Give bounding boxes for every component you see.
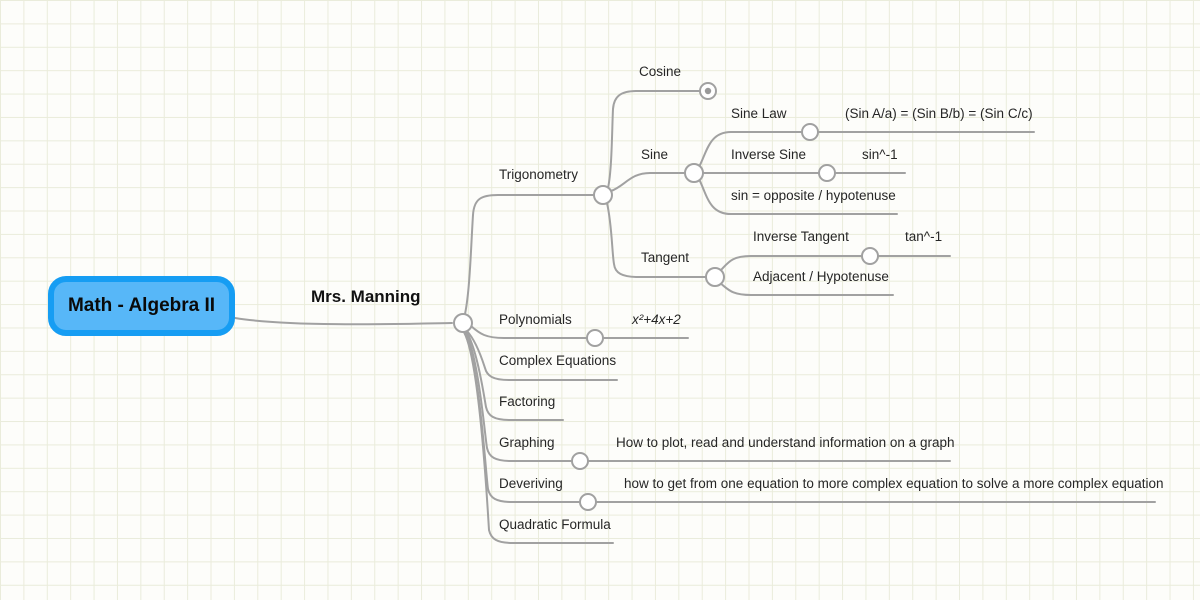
node-connector-sine-law[interactable] — [801, 123, 819, 141]
teacher-label[interactable]: Mrs. Manning — [311, 287, 421, 306]
edge-complex-equations — [466, 330, 618, 381]
node-label-inverse-sine[interactable]: Inverse Sine — [731, 147, 807, 162]
edge-sin-ratio — [698, 178, 898, 215]
collapsed-indicator-cosine[interactable] — [704, 87, 712, 95]
node-label-complex-equations[interactable]: Complex Equations — [499, 353, 617, 368]
edge-graphing — [464, 331, 951, 462]
edge-quadratic-formula — [463, 331, 614, 544]
edge-polynomials — [470, 325, 689, 339]
node-connector-inverse-tangent[interactable] — [861, 247, 879, 265]
node-label-tangent[interactable]: Tangent — [641, 250, 690, 265]
node-note-inverse-tangent[interactable]: tan^-1 — [905, 229, 943, 244]
edge-root-hub — [234, 317, 453, 326]
edge-factoring — [465, 330, 564, 421]
node-label-cosine[interactable]: Cosine — [639, 64, 682, 79]
node-label-sine-law[interactable]: Sine Law — [731, 106, 787, 121]
node-label-polynomials[interactable]: Polynomials — [499, 312, 572, 327]
node-label-sine[interactable]: Sine — [641, 147, 669, 162]
node-note-deveriving[interactable]: how to get from one equation to more com… — [624, 476, 1164, 491]
edge-tangent — [606, 202, 708, 278]
node-label-factoring[interactable]: Factoring — [499, 394, 556, 409]
node-label-graphing[interactable]: Graphing — [499, 435, 555, 450]
edge-sine-law — [698, 131, 1035, 168]
node-note-graphing[interactable]: How to plot, read and understand informa… — [616, 435, 955, 450]
node-label-sin-ratio[interactable]: sin = opposite / hypotenuse — [731, 188, 896, 203]
node-label-trigonometry[interactable]: Trigonometry — [499, 167, 579, 182]
node-connector-polynomials[interactable] — [586, 329, 604, 347]
root-node-label: Math - Algebra II — [67, 295, 216, 316]
node-connector-graphing[interactable] — [571, 452, 589, 470]
node-label-inverse-tangent[interactable]: Inverse Tangent — [753, 229, 849, 244]
node-note-sine-law[interactable]: (Sin A/a) = (Sin B/b) = (Sin C/c) — [845, 106, 1033, 121]
edge-inverse-tangent — [719, 255, 951, 272]
node-label-quadratic-formula[interactable]: Quadratic Formula — [499, 517, 611, 532]
edge-sine — [610, 172, 686, 192]
node-label-adjacent-hypotenuse[interactable]: Adjacent / Hypotenuse — [753, 269, 889, 284]
edge-adjacent-hypotenuse — [719, 282, 894, 296]
node-note-inverse-sine[interactable]: sin^-1 — [862, 147, 898, 162]
node-connector-trigonometry[interactable] — [593, 185, 613, 205]
node-label-deveriving[interactable]: Deveriving — [499, 476, 563, 491]
edge-trigonometry — [464, 194, 595, 315]
node-connector-sine[interactable] — [684, 163, 704, 183]
edge-cosine — [607, 90, 701, 189]
node-connector-tangent[interactable] — [705, 267, 725, 287]
node-note-polynomials[interactable]: x²+4x+2 — [632, 312, 681, 327]
node-connector-root-hub[interactable] — [453, 313, 473, 333]
root-node[interactable]: Math - Algebra II — [48, 276, 235, 336]
node-connector-deveriving[interactable] — [579, 493, 597, 511]
node-connector-inverse-sine[interactable] — [818, 164, 836, 182]
